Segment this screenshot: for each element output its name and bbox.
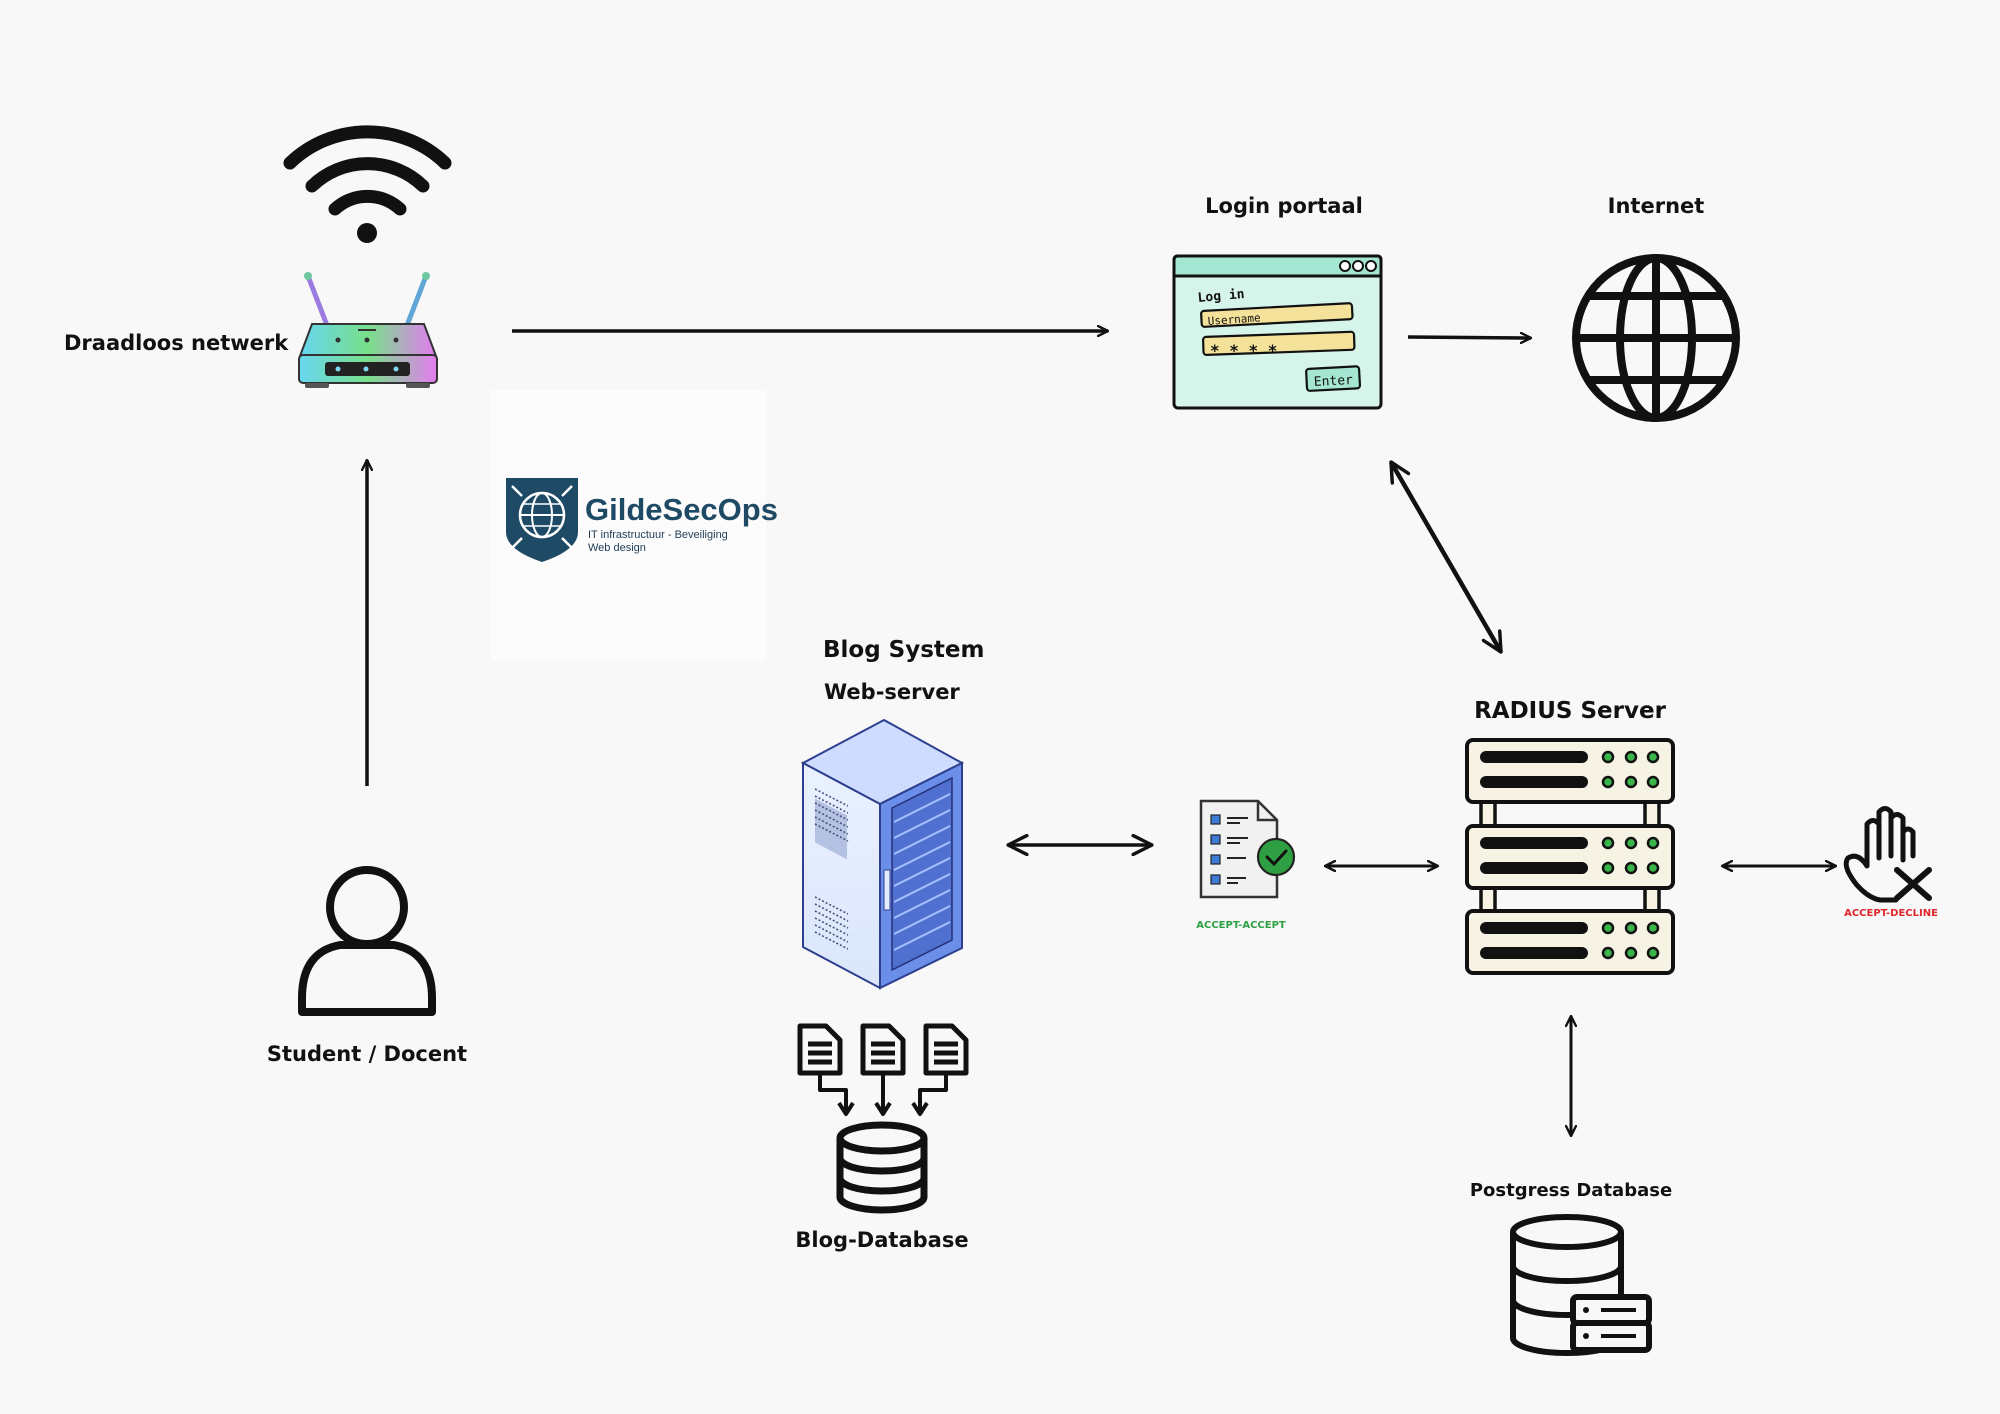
blog-documents	[797, 1023, 969, 1116]
router-icon	[298, 272, 438, 388]
user-icon	[298, 866, 436, 1016]
blog-database-label: Blog-Database	[795, 1228, 968, 1252]
blog-system-title: Blog System	[823, 637, 985, 663]
server-unit	[1465, 909, 1675, 975]
globe-icon	[1572, 254, 1740, 422]
postgres-label: Postgress Database	[1470, 1180, 1672, 1201]
login-form-title: Log in	[1197, 287, 1245, 306]
edge-login-radius	[1389, 462, 1503, 652]
login-enter-button: Enter	[1313, 373, 1353, 390]
logo-title: GildeSecOps	[585, 492, 778, 527]
browser-login-icon: Log in Username * * * * Enter	[1172, 254, 1383, 410]
document-icon	[797, 1023, 843, 1076]
server-unit	[1465, 738, 1675, 804]
user-label: Student / Docent	[267, 1042, 467, 1066]
login-username-field: Username	[1207, 311, 1261, 328]
radius-server-label: RADIUS Server	[1474, 698, 1667, 724]
shield-globe-icon	[506, 478, 578, 562]
blog-system-subtitle: Web-server	[824, 680, 960, 704]
edges	[367, 331, 1836, 1136]
gildesecops-logo: GildeSecOps IT infrastructuur - Beveilig…	[491, 390, 778, 660]
login-password-field: * * * *	[1210, 341, 1277, 360]
logo-subtitle-1: IT infrastructuur - Beveiliging	[588, 529, 728, 541]
document-icon	[860, 1023, 906, 1076]
document-icon	[923, 1023, 969, 1076]
wifi-label: Draadloos netwerk	[64, 331, 289, 355]
login-portal-label: Login portaal	[1205, 194, 1363, 218]
server-rack-icon	[800, 718, 965, 990]
wifi-icon	[283, 125, 452, 243]
accept-label: ACCEPT-ACCEPT	[1196, 920, 1286, 931]
server-unit	[1465, 824, 1675, 890]
checklist-accept-icon	[1199, 799, 1296, 899]
logo-subtitle-2: Web design	[588, 542, 646, 554]
decline-label: ACCEPT-DECLINE	[1844, 908, 1938, 919]
edge-login-to-internet	[1407, 337, 1531, 338]
radius-server-icon	[1465, 738, 1675, 975]
database-server-icon	[1510, 1214, 1652, 1356]
internet-label: Internet	[1608, 194, 1705, 218]
database-icon	[836, 1121, 928, 1214]
hand-decline-icon	[1843, 806, 1932, 903]
